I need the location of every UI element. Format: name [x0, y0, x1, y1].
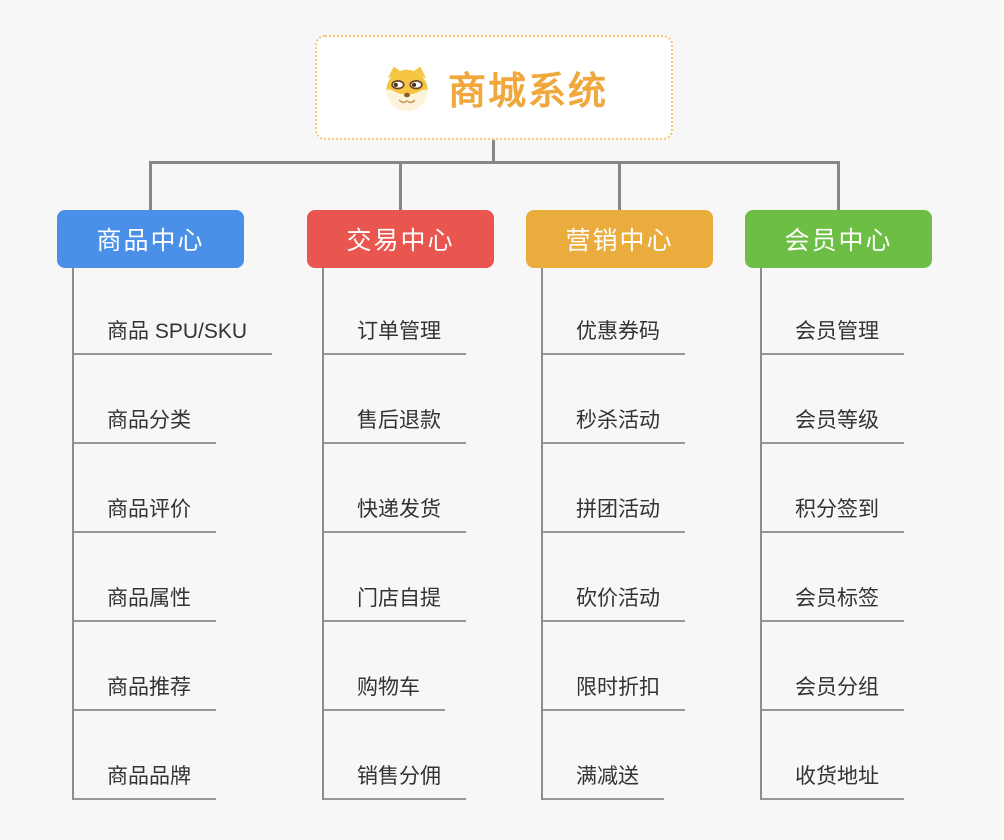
leaf-node[interactable]: 订单管理: [324, 268, 547, 355]
shiba-dog-icon: [386, 65, 428, 111]
branch-node[interactable]: 交易中心: [307, 210, 494, 268]
leaf-node[interactable]: 会员分组: [762, 622, 985, 711]
leaf-label: 销售分佣: [324, 760, 466, 800]
leaf-node[interactable]: 会员管理: [762, 268, 985, 355]
connector-branch-stem: [837, 161, 840, 210]
root-title: 商城系统: [447, 71, 608, 113]
leaf-node[interactable]: 会员等级: [762, 355, 985, 444]
leaf-label: 拼团活动: [543, 493, 685, 533]
leaf-node[interactable]: 商品 SPU/SKU: [74, 268, 297, 355]
leaf-node[interactable]: 会员标签: [762, 533, 985, 622]
leaf-label: 商品属性: [74, 582, 216, 622]
leaf-label: 门店自提: [324, 582, 466, 622]
leaf-label: 会员分组: [762, 671, 904, 711]
leaf-label: 购物车: [324, 671, 445, 711]
leaf-label: 限时折扣: [543, 671, 685, 711]
connector-horizontal-bar: [149, 161, 840, 164]
leaf-label: 会员管理: [762, 315, 904, 355]
leaf-node[interactable]: 商品品牌: [74, 711, 297, 800]
branch-trade-center: 交易中心 订单管理 售后退款 快递发货 门店自提 购物车 销售分佣: [307, 210, 547, 800]
leaf-node[interactable]: 满减送: [543, 711, 766, 800]
leaf-node[interactable]: 收货地址: [762, 711, 985, 800]
leaf-node[interactable]: 商品属性: [74, 533, 297, 622]
leaf-label: 会员标签: [762, 582, 904, 622]
leaf-node[interactable]: 快递发货: [324, 444, 547, 533]
root-node-mall-system[interactable]: 商城系统: [315, 35, 673, 140]
leaf-label: 满减送: [543, 760, 664, 800]
leaf-node[interactable]: 商品评价: [74, 444, 297, 533]
leaf-label: 订单管理: [324, 315, 466, 355]
leaf-label: 秒杀活动: [543, 404, 685, 444]
leaf-node[interactable]: 售后退款: [324, 355, 547, 444]
branch-marketing-center: 营销中心 优惠券码 秒杀活动 拼团活动 砍价活动 限时折扣 满减送: [526, 210, 766, 800]
leaf-label: 商品分类: [74, 404, 216, 444]
leaf-node[interactable]: 商品分类: [74, 355, 297, 444]
branch-node[interactable]: 会员中心: [745, 210, 932, 268]
leaf-node[interactable]: 秒杀活动: [543, 355, 766, 444]
leaf-label: 商品评价: [74, 493, 216, 533]
connector-branch-stem: [618, 161, 621, 210]
leaf-node[interactable]: 门店自提: [324, 533, 547, 622]
leaf-label: 快递发货: [324, 493, 466, 533]
leaf-node[interactable]: 商品推荐: [74, 622, 297, 711]
leaf-node[interactable]: 拼团活动: [543, 444, 766, 533]
leaf-label: 商品 SPU/SKU: [74, 315, 273, 355]
leaf-list: 会员管理 会员等级 积分签到 会员标签 会员分组 收货地址: [760, 268, 985, 800]
leaf-label: 砍价活动: [543, 582, 685, 622]
branch-product-center: 商品中心 商品 SPU/SKU 商品分类 商品评价 商品属性 商品推荐 商品品牌: [57, 210, 297, 800]
leaf-label: 售后退款: [324, 404, 466, 444]
leaf-label: 商品品牌: [74, 760, 216, 800]
leaf-label: 积分签到: [762, 493, 904, 533]
leaf-node[interactable]: 购物车: [324, 622, 547, 711]
leaf-list: 优惠券码 秒杀活动 拼团活动 砍价活动 限时折扣 满减送: [541, 268, 766, 800]
leaf-list: 订单管理 售后退款 快递发货 门店自提 购物车 销售分佣: [322, 268, 547, 800]
leaf-list: 商品 SPU/SKU 商品分类 商品评价 商品属性 商品推荐 商品品牌: [72, 268, 297, 800]
branch-member-center: 会员中心 会员管理 会员等级 积分签到 会员标签 会员分组 收货地址: [745, 210, 985, 800]
leaf-label: 优惠券码: [543, 315, 685, 355]
connector-branch-stem: [149, 161, 152, 210]
leaf-node[interactable]: 销售分佣: [324, 711, 547, 800]
leaf-label: 收货地址: [762, 760, 904, 800]
leaf-label: 会员等级: [762, 404, 904, 444]
leaf-label: 商品推荐: [74, 671, 216, 711]
branch-node[interactable]: 营销中心: [526, 210, 713, 268]
leaf-node[interactable]: 限时折扣: [543, 622, 766, 711]
connector-branch-stem: [399, 161, 402, 210]
branch-node[interactable]: 商品中心: [57, 210, 244, 268]
leaf-node[interactable]: 积分签到: [762, 444, 985, 533]
connector-root-stem: [492, 140, 495, 164]
leaf-node[interactable]: 优惠券码: [543, 268, 766, 355]
leaf-node[interactable]: 砍价活动: [543, 533, 766, 622]
